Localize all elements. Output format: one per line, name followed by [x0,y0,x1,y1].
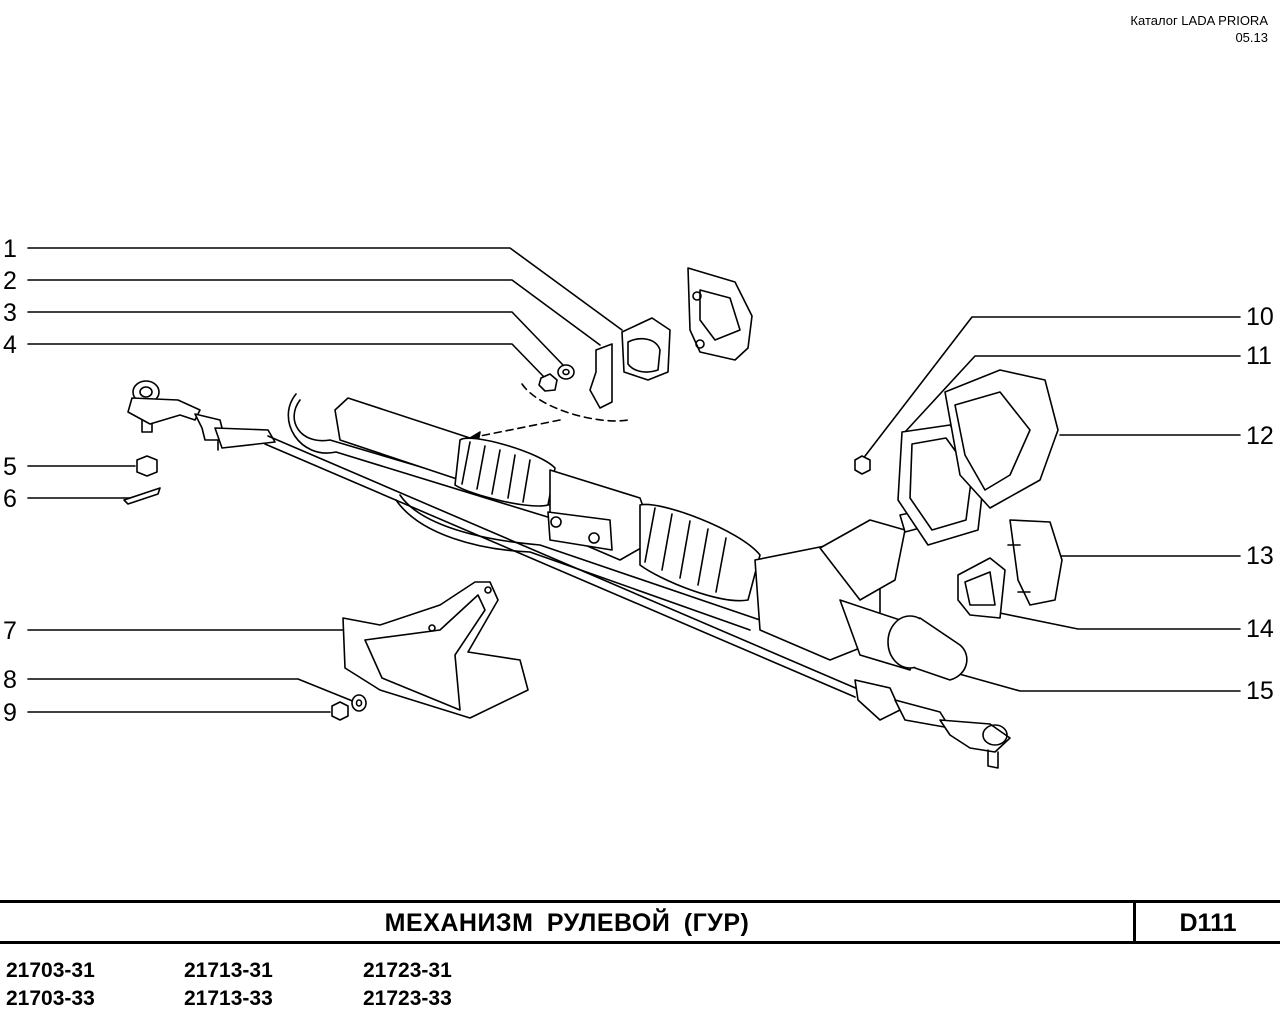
model-code: 21703-31 [6,959,95,982]
model-column: 21703-31 21703-33 [6,958,176,1014]
callout-5: 5 [3,453,17,481]
title-bar: МЕХАНИЗМ РУЛЕВОЙ (ГУР) D111 [0,900,1280,944]
callout-2: 2 [3,267,17,295]
callout-9: 9 [3,699,17,727]
callout-8: 8 [3,666,17,694]
callout-13: 13 [1246,542,1274,570]
callout-14: 14 [1246,615,1274,643]
steering-mechanism-diagram [27,247,1241,769]
catalog-date: 05.13 [1235,30,1268,45]
model-code: 21723-31 [363,959,452,982]
model-code: 21703-33 [6,987,95,1010]
callout-4: 4 [3,331,17,359]
callout-15: 15 [1246,677,1274,705]
model-code: 21713-33 [184,987,273,1010]
model-code: 21713-31 [184,959,273,982]
model-column: 21723-31 21723-33 [363,958,533,1014]
callout-1: 1 [3,235,17,263]
callout-10: 10 [1246,303,1274,331]
callout-7: 7 [3,617,17,645]
catalog-header: Каталог LADA PRIORA 05.13 [1130,12,1268,46]
page-code: D111 [1179,909,1237,937]
callout-11: 11 [1246,342,1272,370]
page-title: МЕХАНИЗМ РУЛЕВОЙ (ГУР) [384,909,750,937]
catalog-name: Каталог LADA PRIORA [1130,13,1268,28]
callout-3: 3 [3,299,17,327]
model-column: 21713-31 21713-33 [184,958,354,1014]
model-code: 21723-33 [363,987,452,1010]
title-divider [1133,903,1136,941]
callout-6: 6 [3,485,17,513]
callout-12: 12 [1246,422,1274,450]
